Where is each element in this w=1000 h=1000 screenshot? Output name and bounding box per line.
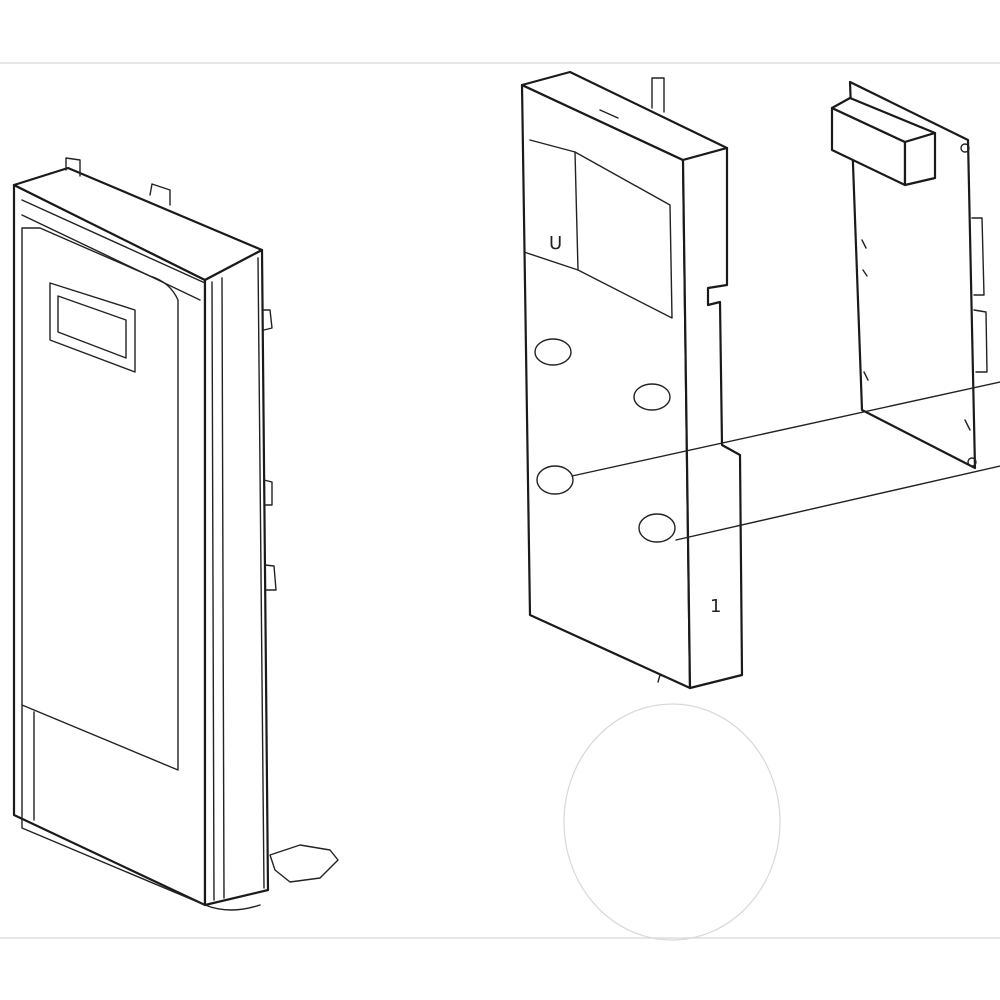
control-panel-assembly [12, 157, 339, 911]
frame-side-face [681, 146, 744, 690]
frame-front-face [520, 83, 692, 690]
frame-top-mark [599, 109, 619, 119]
leader-line-upper [571, 381, 1000, 477]
control-circuit-board [830, 80, 988, 470]
panel-side-face [203, 248, 270, 907]
button-hole-1 [534, 338, 572, 366]
frame-display-opening [574, 151, 673, 319]
panel-top-edge-inner-2 [21, 214, 201, 301]
window-frame [21, 227, 179, 771]
connector-block-side [903, 131, 937, 187]
frame-display-bottom [523, 251, 579, 271]
edge-connector-bottom [973, 309, 988, 373]
button-hole-4 [638, 513, 676, 543]
board-screw-hole-bottom [967, 457, 977, 467]
side-clip-top [261, 309, 273, 331]
board-component-small [964, 419, 971, 431]
frame-display-edge [529, 139, 576, 153]
side-clip-middle [263, 479, 273, 506]
button-hole-3 [536, 465, 574, 495]
bottom-edge-curve [204, 904, 261, 911]
frame-mark-1: 1 [710, 596, 721, 617]
frame-bottom-foot [657, 674, 669, 683]
board-components [861, 239, 869, 381]
leader-line-lower [675, 465, 1000, 541]
button-hole-2 [633, 383, 671, 411]
side-rib-3 [257, 257, 265, 889]
board-screw-hole-top [960, 143, 970, 153]
frame-top-post [651, 77, 665, 113]
circuit-board-plate [848, 80, 977, 470]
side-rib-2 [221, 277, 225, 899]
panel-top-edge-inner [21, 199, 206, 284]
bottom-strip [21, 704, 206, 906]
panel-front-face [12, 183, 207, 907]
bottom-latch [269, 844, 339, 883]
side-clip-lower [264, 564, 277, 591]
faint-detail-circle [563, 703, 781, 941]
display-window-inner [57, 295, 127, 359]
side-rib-1 [211, 281, 215, 901]
frame-mark-u: U [549, 233, 562, 254]
top-tab-right [149, 183, 171, 206]
edge-connector-top [971, 217, 985, 296]
control-panel-frame: U 1 [520, 70, 744, 690]
leader-lines [571, 381, 1000, 541]
display-window [49, 282, 136, 373]
top-tab-left [65, 157, 81, 177]
